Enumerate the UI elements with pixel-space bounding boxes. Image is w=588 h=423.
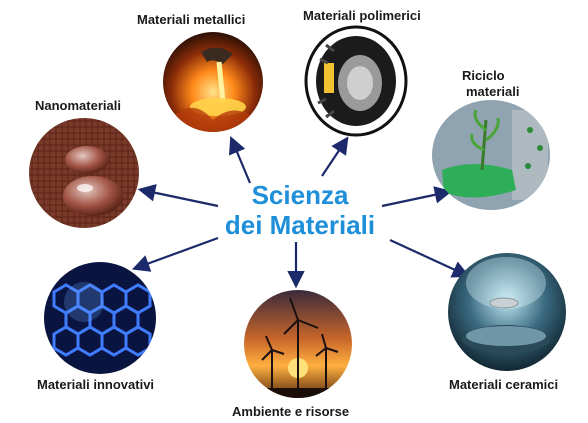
center-title: Scienza dei Materiali — [215, 180, 385, 240]
label-materiali-innovativi: Materiali innovativi — [37, 377, 155, 392]
tire-image — [304, 25, 408, 137]
molten-metal-image — [163, 32, 263, 132]
label-nanomateriali: Nanomateriali — [35, 98, 121, 113]
graphene-lattice-image — [44, 262, 156, 374]
arrow-to-polimerici — [321, 136, 349, 177]
label-riciclo: Riciclo — [462, 68, 505, 83]
water-droplet-fabric-image — [29, 118, 139, 228]
arrow-to-metallici — [228, 135, 252, 184]
label-materiali-polimerici: Materiali polimerici — [303, 8, 421, 23]
label-ambiente-e-risorse: Ambiente e risorse — [232, 404, 350, 419]
label-materiali-riciclo: materiali — [466, 84, 520, 99]
arrow-to-riciclo — [381, 186, 453, 208]
arrow-to-innovativi — [131, 236, 219, 272]
arrow-to-ceramici — [389, 239, 470, 278]
label-materiali-ceramici: Materiali ceramici — [449, 377, 559, 392]
center-title-line2: dei Materiali — [224, 210, 376, 240]
wind-turbines-image — [244, 290, 352, 398]
levitating-superconductor-image — [448, 253, 566, 371]
label-materiali-metallici: Materiali metallici — [137, 12, 246, 27]
center-title-line1: Scienza — [251, 180, 349, 210]
recycled-bottle-plant-image — [432, 100, 550, 210]
arrow-to-nanomateriali — [137, 184, 219, 208]
